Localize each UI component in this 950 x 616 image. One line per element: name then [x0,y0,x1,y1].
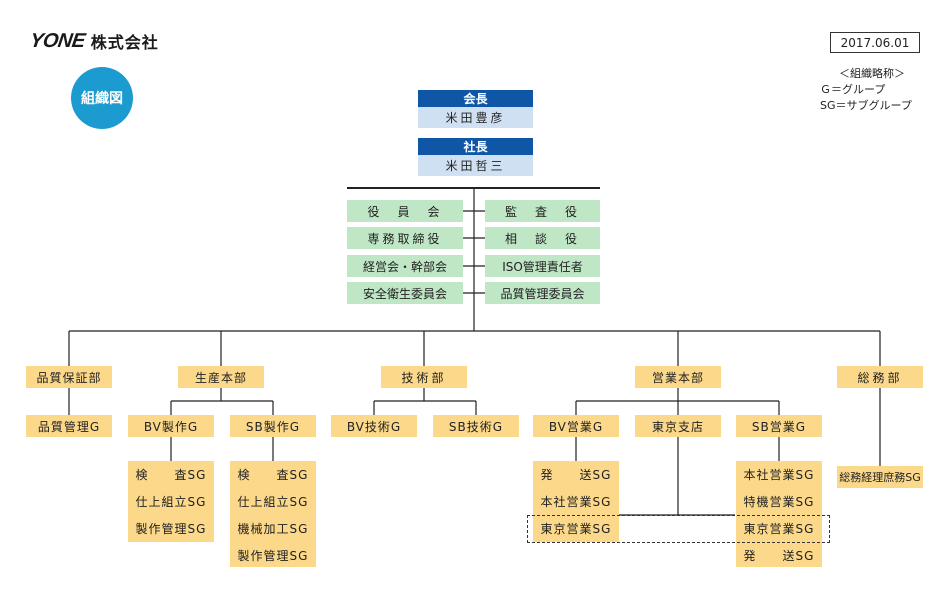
subgroup-item: 仕上組立SG [237,494,309,509]
subgroup-column [230,461,316,567]
committee-box: 相 談 役 [485,227,600,249]
logo-mark: YONE [28,29,87,52]
president-name: 米田哲三 [418,155,533,176]
effective-date: 2017.06.01 [830,32,920,53]
committee-box: ISO管理責任者 [485,255,600,277]
subgroup-item: 発 送SG [540,467,612,482]
committee-box: 経営会・幹部会 [347,255,463,277]
subgroup-item: 特機営業SG [743,494,815,509]
department-box: 品質保証部 [26,366,112,388]
chairman-title: 会長 [418,90,533,107]
subgroup-item: 検 査SG [135,467,207,482]
group-box: SB営業G [736,415,822,437]
group-box: SB技術G [433,415,519,437]
president-title: 社長 [418,138,533,155]
subgroup-item: 本社営業SG [540,494,612,509]
chairman-name: 米田豊彦 [418,107,533,128]
department-box: 技術部 [381,366,467,388]
group-box: SB製作G [230,415,316,437]
subgroup-item: 本社営業SG [743,467,815,482]
department-box: 総務部 [837,366,923,388]
department-box: 生産本部 [178,366,264,388]
subgroup-item: 機械加工SG [237,521,309,536]
subgroup-column [128,461,214,542]
company-name: 株式会社 [90,33,159,52]
subgroup-item: 東京営業SG [540,521,612,536]
subgroup-item: 仕上組立SG [135,494,207,509]
legend-g: Ｇ＝グループ [820,83,886,96]
group-box: BV技術G [331,415,417,437]
subgroup-item: 検 査SG [237,467,309,482]
committee-box: 役 員 会 [347,200,463,222]
committee-box: 安全衛生委員会 [347,282,463,304]
subgroup-column [533,461,619,542]
subgroup-item: 発 送SG [743,548,815,563]
committee-box: 専務取締役 [347,227,463,249]
group-box: 総務経理庶務SG [837,466,923,488]
legend-sg: SG＝サブグループ [820,99,912,112]
committee-box: 監 査 役 [485,200,600,222]
org-chart-badge: 組織図 [71,67,133,129]
company-logo: YONE 株式会社 [28,29,159,53]
group-box: BV営業G [533,415,619,437]
subgroup-item: 東京営業SG [743,521,815,536]
tokyo-sales-link-frame [527,515,830,543]
group-box: 品質管理G [26,415,112,437]
committee-box: 品質管理委員会 [485,282,600,304]
department-box: 営業本部 [635,366,721,388]
abbreviation-legend: ＜組織略称＞ Ｇ＝グループ SG＝サブグループ [820,66,940,114]
subgroup-column [736,461,822,567]
group-box: BV製作G [128,415,214,437]
subgroup-item: 製作管理SG [135,521,207,536]
legend-title: ＜組織略称＞ [839,67,905,80]
group-box: 東京支店 [635,415,721,437]
subgroup-item: 製作管理SG [237,548,309,563]
